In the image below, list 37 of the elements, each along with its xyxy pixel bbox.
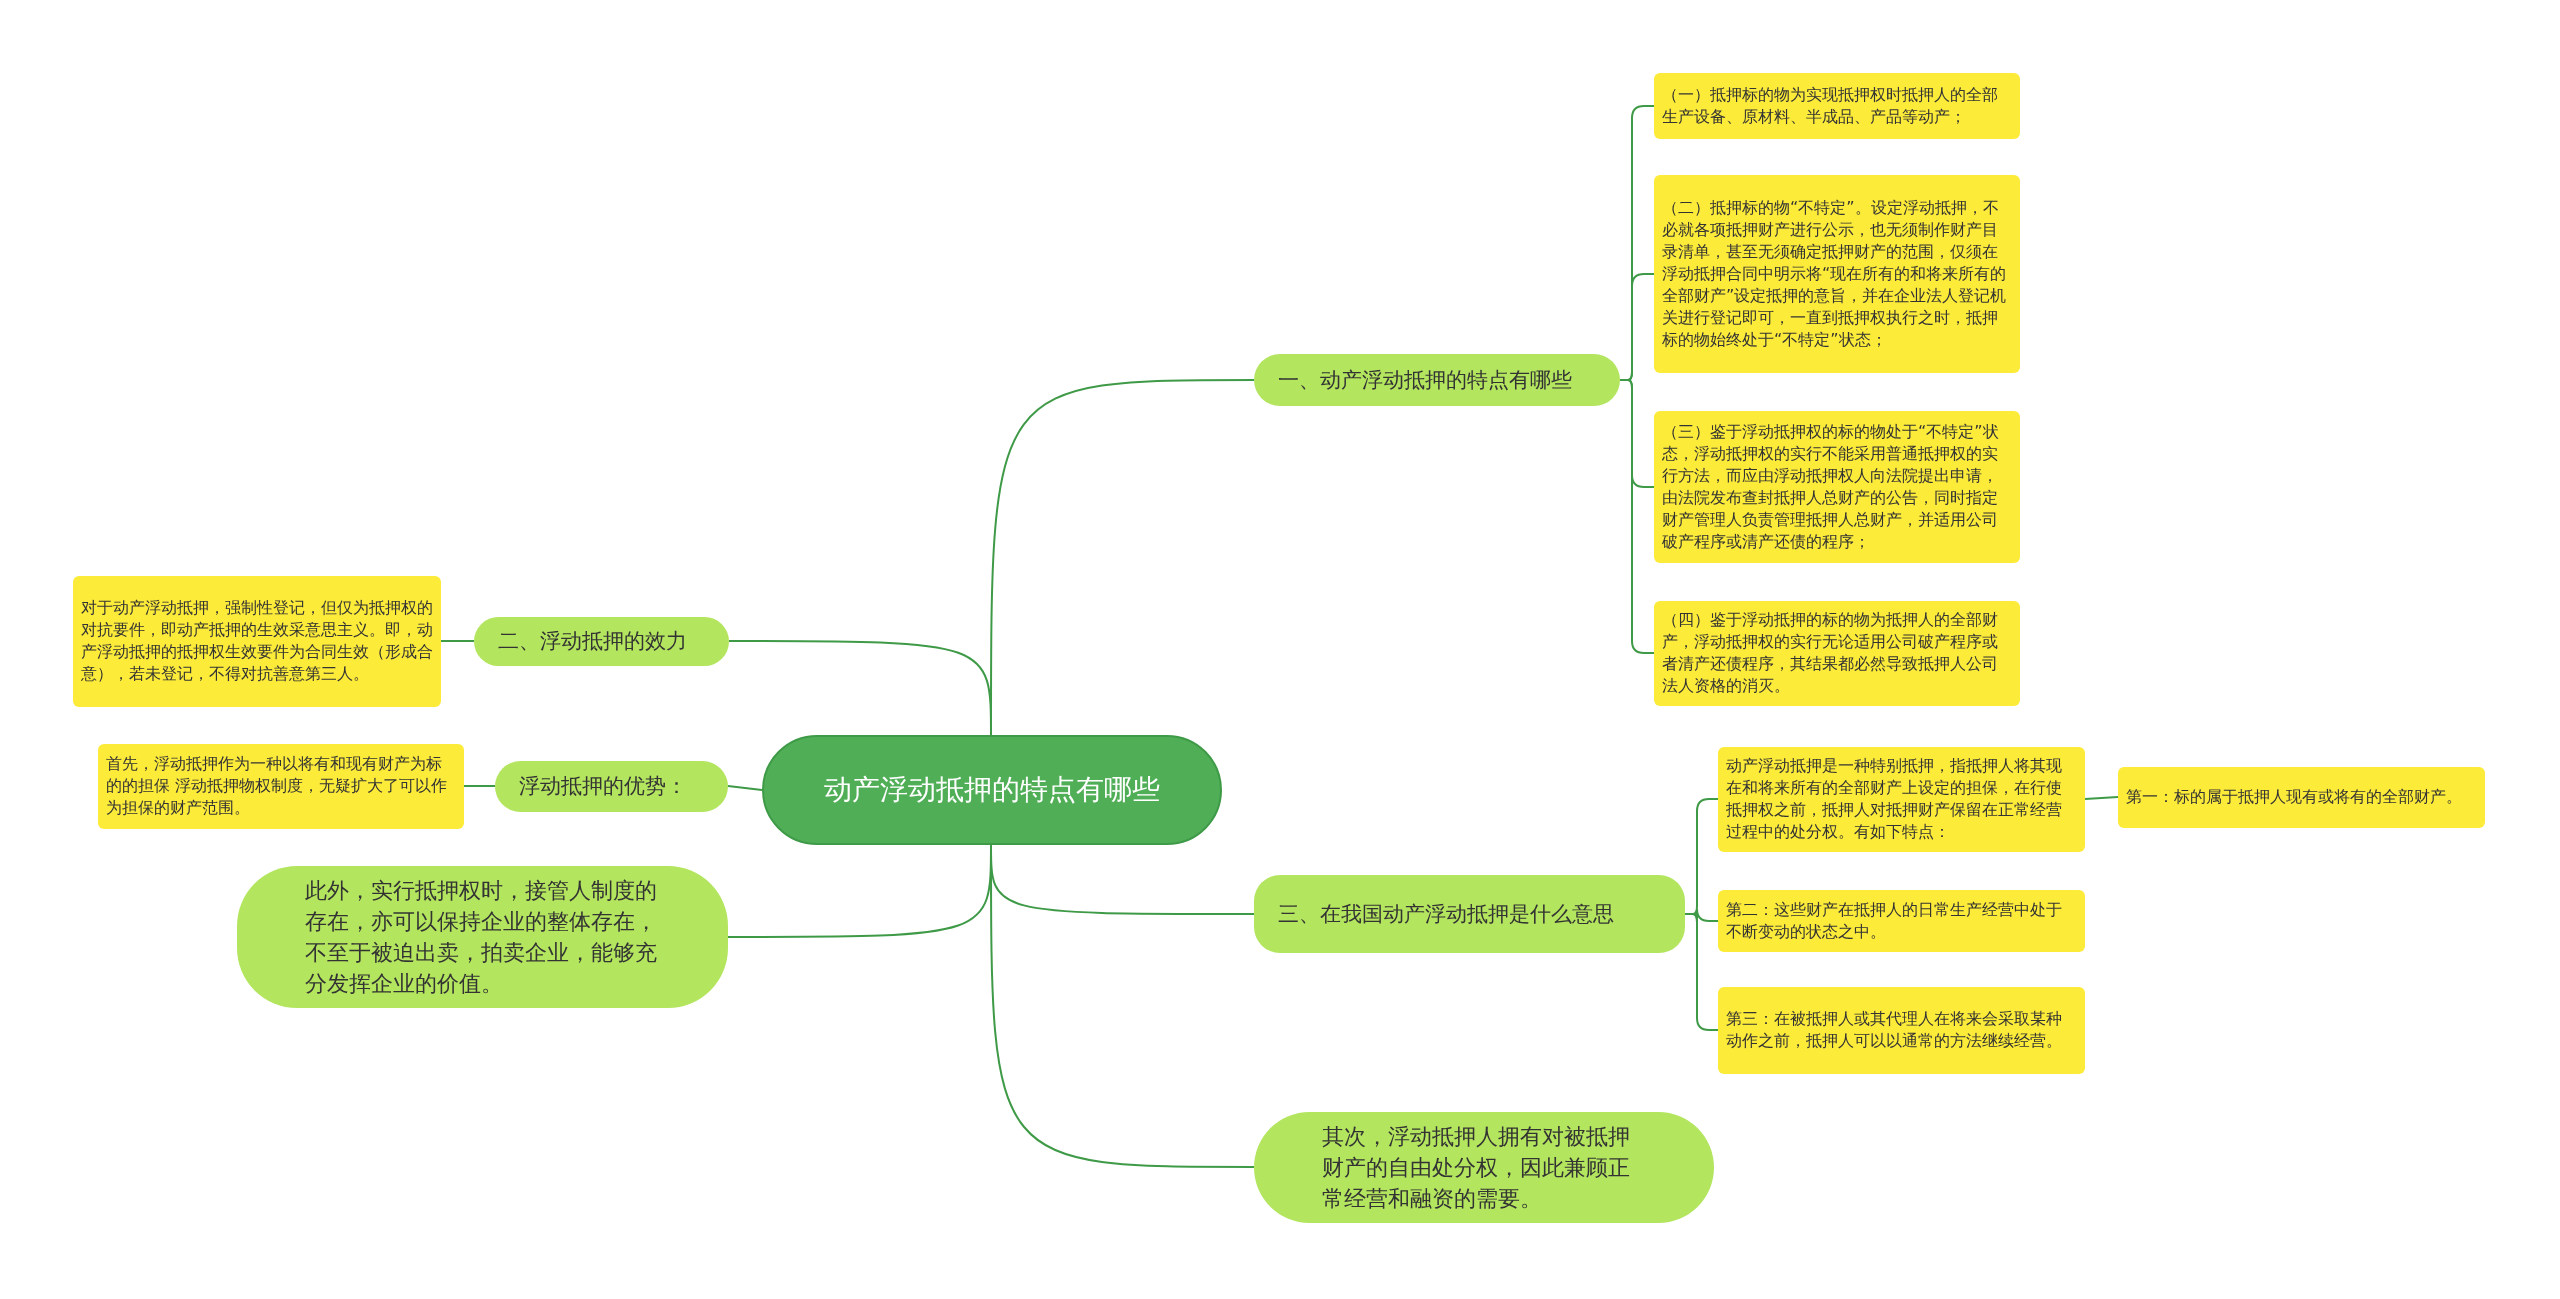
node-text: 二、浮动抵押的效力 [498,628,687,655]
node-text: 动产浮动抵押的特点有哪些 [823,772,1161,808]
branch-topic [474,616,729,666]
branch-topic [1254,875,1685,953]
note-box [1718,986,2085,1074]
node-text: 第一：标的属于抵押人现有或将有的全部财产。 [2126,786,2462,808]
note-box [73,575,441,707]
connector-line [1619,379,1655,654]
node-text: 第二：这些财产在抵押人的日常生产经营中处于不断变动的状态之中。 [1726,899,2063,943]
note-box [1654,175,2020,373]
node-text: （二）抵押标的物“不特定”。设定浮动抵押，不必就各项抵押财产进行公示，也无须制作财产目录清单，甚至无须确定抵押财产的范围，仅须在浮动抵押合同中明示将“现在所有的和将来所有的全部财产”设定抵押的意旨，并在企业法人登记机关进行登记即可，一直到抵押权执行之时，抵押标的物始终处于“不特定”状态； [1662,197,2008,351]
node-text: （三）鉴于浮动抵押权的标的物处于“不特定”状态，浮动抵押权的实行不能采用普通抵押权的实行方法，而应由浮动抵押权人向法院提出申请，由法院发布查封抵押人总财产的公告，同时指定财产管理人负责管理抵押人总财产，并适用公司破产程序或清产还债的程序； [1662,421,2000,553]
branch-topic [495,760,728,812]
note-box [1654,411,2020,563]
note-box [1654,73,2020,139]
node-text: 首先，浮动抵押作为一种以将有和现有财产为标的的担保 浮动抵押物权制度，无疑扩大了可以作为担保的财产范围。 [106,753,449,819]
node-text: 三、在我国动产浮动抵押是什么意思 [1278,901,1614,928]
note-box [1718,890,2085,952]
node-text: （一）抵押标的物为实现抵押权时抵押人的全部生产设备、原材料、半成品、产品等动产； [1662,84,1999,128]
branch-topic [1254,354,1620,406]
node-text: 浮动抵押的优势： [519,773,687,800]
connector-line [440,640,475,642]
note-box [1718,746,2085,852]
node-text: 一、动产浮动抵押的特点有哪些 [1278,367,1572,394]
node-text: （四）鉴于浮动抵押的标的物为抵押人的全部财产，浮动抵押权的实行无论适用公司破产程序或者清产还债程序，其结果都必然导致抵押人公司法人资格的消灭。 [1662,609,1999,697]
node-text: 动产浮动抵押是一种特别抵押，指抵押人将其现在和将来所有的全部财产上设定的担保，在行使抵押权之前，抵押人对抵押财产保留在正常经营过程中的处分权。有如下特点： [1726,755,2063,843]
connector-line [727,785,763,791]
node-text: 此外，实行抵押权时，接管人制度的存在，亦可以保持企业的整体存在，不至于被迫出卖，拍卖企业，能够充分发挥企业的价值。 [305,877,658,998]
note-box [1654,600,2020,706]
note-box [2118,766,2485,828]
node-text: 第三：在被抵押人或其代理人在将来会采取某种动作之前，抵押人可以以通常的方法继续经营。 [1726,1008,2063,1052]
connector-line [463,785,496,787]
node-text: 对于动产浮动抵押，强制性登记，但仅为抵押权的对抗要件，即动产抵押的生效采意思主义。即，动产浮动抵押的抵押权生效要件为合同生效（形成合意），若未登记，不得对抗善意第三人。 [81,597,433,685]
connector-line [1684,913,1719,1031]
node-text: 其次，浮动抵押人拥有对被抵押财产的自由处分权，因此兼顾正常经营和融资的需要。 [1322,1122,1631,1213]
note-box [98,743,464,829]
connector-line [2084,796,2119,800]
